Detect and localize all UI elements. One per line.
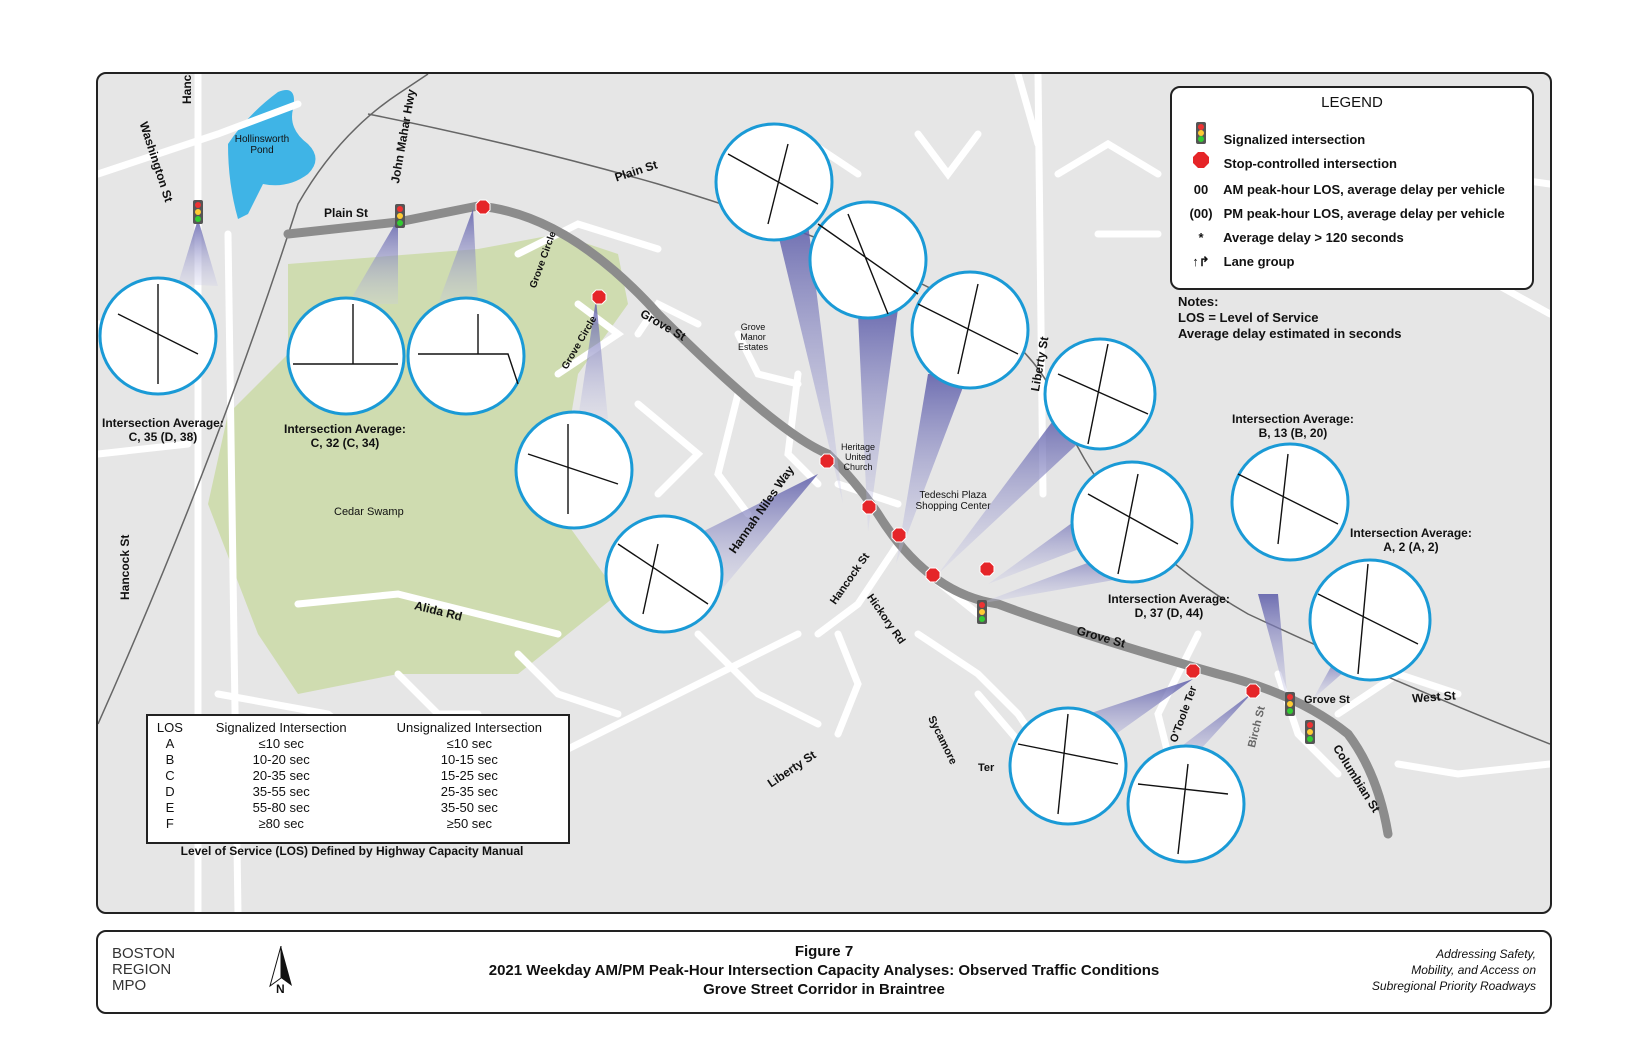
place-label-cedar-swamp: Cedar Swamp xyxy=(334,506,404,518)
table-row: F≥80 sec≥50 sec xyxy=(165,816,493,831)
place-label-grove-manor: Grove Manor Estates xyxy=(737,322,768,352)
callout-liberty xyxy=(1043,337,1157,451)
callout-john-mahar xyxy=(286,296,406,416)
los-caption: Level of Service (LOS) Defined by Highwa… xyxy=(180,844,524,858)
unsignalized-header: Unsignalized Intersection xyxy=(396,720,542,735)
signal-icon xyxy=(193,200,203,224)
stop-markers xyxy=(475,199,1261,699)
stop-icon xyxy=(591,289,607,305)
signal-icon xyxy=(1305,720,1315,744)
signal-icon xyxy=(977,600,987,624)
street-label-ter: Ter xyxy=(978,762,995,774)
intersection-average-john-mahar: Intersection Average:C, 32 (C, 34) xyxy=(284,422,406,450)
los-header: LOS xyxy=(156,720,183,735)
intersection-average-columbian: Intersection Average:A, 2 (A, 2) xyxy=(1350,526,1472,554)
legend-item-stop: Stop-controlled intersection xyxy=(1182,152,1397,171)
signalized-header: Signalized Intersection xyxy=(215,720,347,735)
callout-jackson xyxy=(808,200,928,320)
signal-icon xyxy=(395,204,405,228)
place-label-hollinsworth: Hollinsworth Pond xyxy=(234,134,290,156)
figure-number: Figure 7 xyxy=(794,943,854,960)
stop-icon xyxy=(979,561,995,577)
legend-item-am: 00 AM peak-hour LOS, average delay per v… xyxy=(1193,182,1505,197)
callout-approach-lines xyxy=(117,143,1419,855)
los-definition-table: LOS Signalized Intersection Unsignalized… xyxy=(146,714,570,844)
map-canvas xyxy=(98,74,1550,912)
place-label-tedeschi: Tedeschi Plaza Shopping Center xyxy=(915,490,991,512)
signal-icon xyxy=(1285,692,1295,716)
legend-item-pm: (00) PM peak-hour LOS, average delay per… xyxy=(1189,206,1505,221)
stop-icon xyxy=(475,199,491,215)
legend-title: LEGEND xyxy=(1321,94,1383,111)
stop-icon xyxy=(861,499,877,515)
callout-plain-st xyxy=(406,296,526,416)
signal-markers xyxy=(193,200,1315,744)
intersection-average-liberty: Intersection Average:D, 37 (D, 44) xyxy=(1108,592,1230,620)
figure-subtitle: Grove Street Corridor in Braintree xyxy=(703,981,945,998)
north-arrow-icon: N xyxy=(268,945,294,1003)
callout-birch xyxy=(1126,744,1246,864)
figure-title: 2021 Weekday AM/PM Peak-Hour Intersectio… xyxy=(488,962,1160,979)
legend-item-lane-group: ↑↱ Lane group xyxy=(1182,254,1294,270)
stop-icon xyxy=(819,453,835,469)
stop-icon xyxy=(1185,663,1201,679)
tagline: Addressing Safety, Mobility, and Access … xyxy=(1371,947,1536,993)
street-label-grove-3: Grove St xyxy=(1304,694,1350,706)
stop-icon xyxy=(891,527,907,543)
table-row: A≤10 sec≤10 sec xyxy=(165,736,493,751)
callout-plain-grove xyxy=(714,122,834,242)
callout-otoole xyxy=(1008,706,1128,826)
callout-columbian-west xyxy=(1230,442,1350,562)
intersection-average-washington: Intersection Average:C, 35 (D, 38) xyxy=(102,416,224,444)
map-frame: Hancock St Washington St John Mahar Hwy … xyxy=(96,72,1552,914)
notes: Notes: LOS = Level of Service Average de… xyxy=(1178,294,1402,341)
street-label-hancock-top: Hancock St xyxy=(180,74,194,104)
figure-title-block: Figure 7 2021 Weekday AM/PM Peak-Hour In… xyxy=(98,942,1550,999)
legend-item-signal: Signalized intersection xyxy=(1182,122,1365,147)
intersection-average-columbian-west: Intersection Average:B, 13 (B, 20) xyxy=(1232,412,1354,440)
stop-icon xyxy=(1182,152,1220,171)
place-label-heritage: Heritage United Church xyxy=(840,442,876,472)
street-label-plain-left: Plain St xyxy=(324,206,369,220)
stop-icon xyxy=(925,567,941,583)
legend: LEGEND Signalized intersection Stop-cont… xyxy=(1170,86,1534,290)
org-logo-text: BOSTON REGION MPO xyxy=(112,945,176,994)
legend-item-delay: * Average delay > 120 seconds xyxy=(1198,230,1404,245)
signal-icon xyxy=(1182,122,1220,147)
figure-footer: BOSTON REGION MPO N Figure 7 2021 Weekda… xyxy=(96,930,1552,1014)
railroad xyxy=(98,74,1550,745)
stop-icon xyxy=(1245,683,1261,699)
lane-group-icon: ↑↱ xyxy=(1192,254,1210,269)
callout-liberty-grove xyxy=(1070,460,1194,584)
street-label-hancock-left: Hancock St xyxy=(118,534,132,600)
